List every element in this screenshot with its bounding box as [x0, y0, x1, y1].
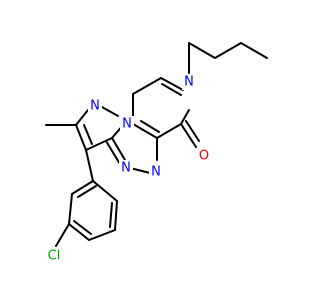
atom-n-bridge: N — [120, 116, 134, 132]
atom-n-pyrazole: N — [88, 98, 102, 114]
atom-labels: O N N N N N Cl — [44, 74, 211, 264]
atom-cl1: Cl — [44, 248, 64, 264]
nitrogen-label: N — [184, 75, 194, 90]
atom-n-pyridone: N — [182, 74, 196, 90]
molecule-structure: O N N N N N Cl — [44, 42, 268, 264]
oxygen-label: O — [199, 149, 209, 164]
nitrogen-label: N — [121, 161, 131, 176]
atom-n-triazine-a: N — [119, 160, 133, 176]
nitrogen-label: N — [151, 165, 161, 180]
bonds — [45, 42, 268, 247]
nitrogen-label: N — [90, 99, 100, 114]
atom-n-triazine-b: N — [149, 164, 163, 180]
nitrogen-label: N — [122, 117, 132, 132]
chlorine-label: Cl — [48, 249, 61, 264]
atom-o1: O — [197, 148, 211, 164]
